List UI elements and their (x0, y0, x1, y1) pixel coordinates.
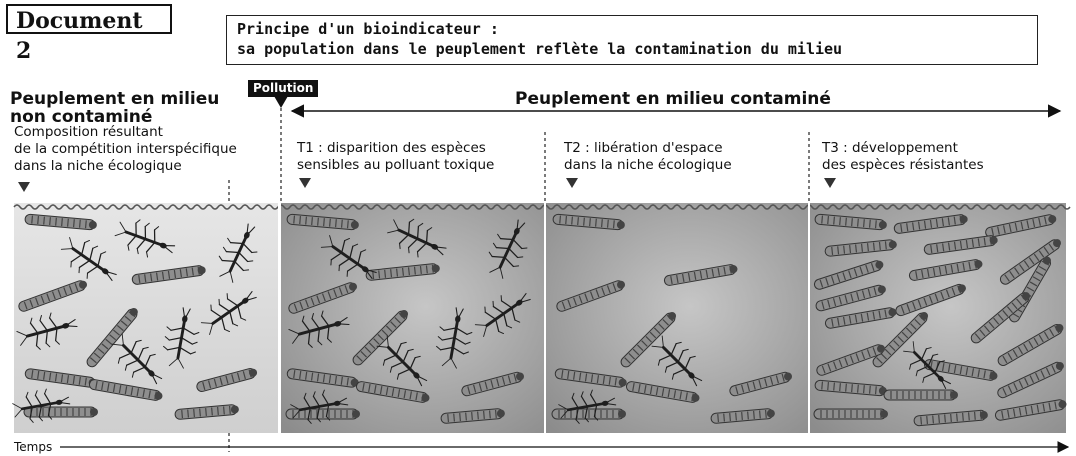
phase-t1-line-2: sensibles au polluant toxique (297, 157, 494, 174)
separator-2 (544, 200, 546, 435)
uncontaminated-desc-line-2: de la compétition interspécifique (14, 141, 237, 158)
pollution-tag: Pollution (248, 80, 318, 97)
worm-larva-icon (24, 407, 98, 417)
separator-3 (808, 200, 810, 435)
worm-larva-icon (884, 390, 958, 400)
uncontaminated-desc-line-1: Composition résultant (14, 124, 237, 141)
uncontaminated-description: Composition résultant de la compétition … (14, 124, 237, 175)
worm-larva-icon (552, 409, 626, 419)
phase-t1-label: T1 : disparition des espèces sensibles a… (297, 140, 494, 174)
uncontaminated-title-line-1: Peuplement en milieu (10, 90, 219, 108)
phase-t3-label: T3 : développement des espèces résistant… (822, 140, 984, 174)
worm-larva-icon (814, 409, 888, 419)
uncontaminated-desc-line-3: dans la niche écologique (14, 158, 237, 175)
principle-box: Principe d'un bioindicateur : sa populat… (226, 15, 1038, 65)
contaminated-title: Peuplement en milieu contaminé (515, 89, 831, 109)
phase-t2-line-1: T2 : libération d'espace (564, 140, 732, 157)
time-label: Temps (14, 440, 52, 454)
down-triangle-icon (299, 178, 311, 188)
separator-1 (278, 200, 281, 435)
down-triangle-icon (566, 178, 578, 188)
uncontaminated-title: Peuplement en milieu non contaminé (10, 90, 219, 126)
down-triangle-icon (18, 182, 30, 192)
phase-t2-label: T2 : libération d'espace dans la niche é… (564, 140, 732, 174)
phase-t3-line-2: des espèces résistantes (822, 157, 984, 174)
phase-t2-line-2: dans la niche écologique (564, 157, 732, 174)
pollution-marker-icon (274, 96, 288, 108)
principle-line-2: sa population dans le peuplement reflète… (237, 39, 1027, 59)
phase-t3-line-1: T3 : développement (822, 140, 984, 157)
down-triangle-icon (824, 178, 836, 188)
principle-line-1: Principe d'un bioindicateur : (237, 19, 1027, 39)
document-label: Document 2 (6, 4, 172, 34)
phase-t1-line-1: T1 : disparition des espèces (297, 140, 494, 157)
